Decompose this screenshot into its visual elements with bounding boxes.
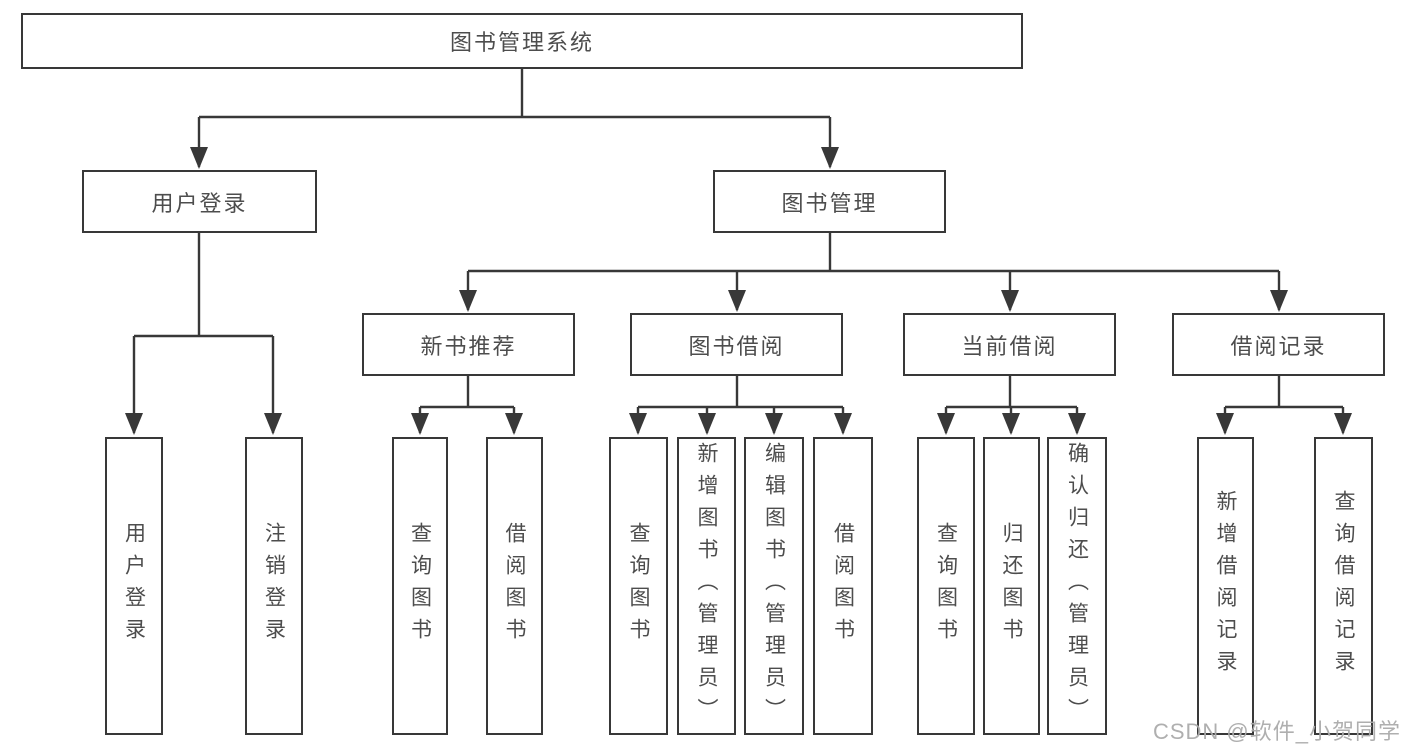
leaf-borrow-borrow-books: 借阅图书 [813,437,873,735]
leaf-label: 编辑图书（管理员） [762,442,786,730]
leaf-rec-search-books: 查询图书 [392,437,448,735]
node-user-login: 用户登录 [82,170,317,233]
leaf-borrow-search-books: 查询图书 [609,437,668,735]
leaf-label: 归还图书 [1000,522,1023,650]
leaf-rec-borrow-books: 借阅图书 [486,437,543,735]
leaf-borrow-edit-books-admin: 编辑图书（管理员） [744,437,804,735]
leaf-records-add-borrow-record: 新增借阅记录 [1197,437,1254,735]
node-new-book-recommend: 新书推荐 [362,313,575,376]
leaf-label: 查询图书 [627,522,650,650]
leaf-label: 查询图书 [408,522,432,650]
leaf-logout-login: 注销登录 [245,437,303,735]
leaf-user-login: 用户登录 [105,437,163,735]
node-library-management-system: 图书管理系统 [21,13,1023,69]
leaf-label: 查询借阅记录 [1332,490,1355,682]
leaf-label: 查询图书 [934,522,958,650]
node-label: 图书管理 [781,190,878,216]
leaf-label: 确认归还（管理员） [1065,442,1089,730]
leaf-label: 用户登录 [122,522,146,650]
leaf-current-confirm-return-admin: 确认归还（管理员） [1047,437,1107,735]
node-book-management: 图书管理 [713,170,946,233]
node-label: 新书推荐 [420,333,517,359]
node-label: 图书借阅 [688,333,785,359]
node-borrow-records: 借阅记录 [1172,313,1385,376]
leaf-label: 新增借阅记录 [1214,490,1237,682]
node-label: 用户登录 [151,190,248,216]
leaf-label: 借阅图书 [831,522,855,650]
leaf-current-search-books: 查询图书 [917,437,975,735]
node-label: 当前借阅 [961,333,1058,359]
leaf-current-return-books: 归还图书 [983,437,1040,735]
leaf-label: 借阅图书 [503,522,526,650]
node-label: 图书管理系统 [449,30,594,55]
node-label: 借阅记录 [1230,333,1327,359]
leaf-records-search-borrow-record: 查询借阅记录 [1314,437,1373,735]
leaf-label: 注销登录 [262,522,286,650]
leaf-borrow-add-books-admin: 新增图书（管理员） [677,437,736,735]
node-book-borrow: 图书借阅 [630,313,843,376]
node-current-borrow: 当前借阅 [903,313,1116,376]
leaf-label: 新增图书（管理员） [695,442,718,730]
